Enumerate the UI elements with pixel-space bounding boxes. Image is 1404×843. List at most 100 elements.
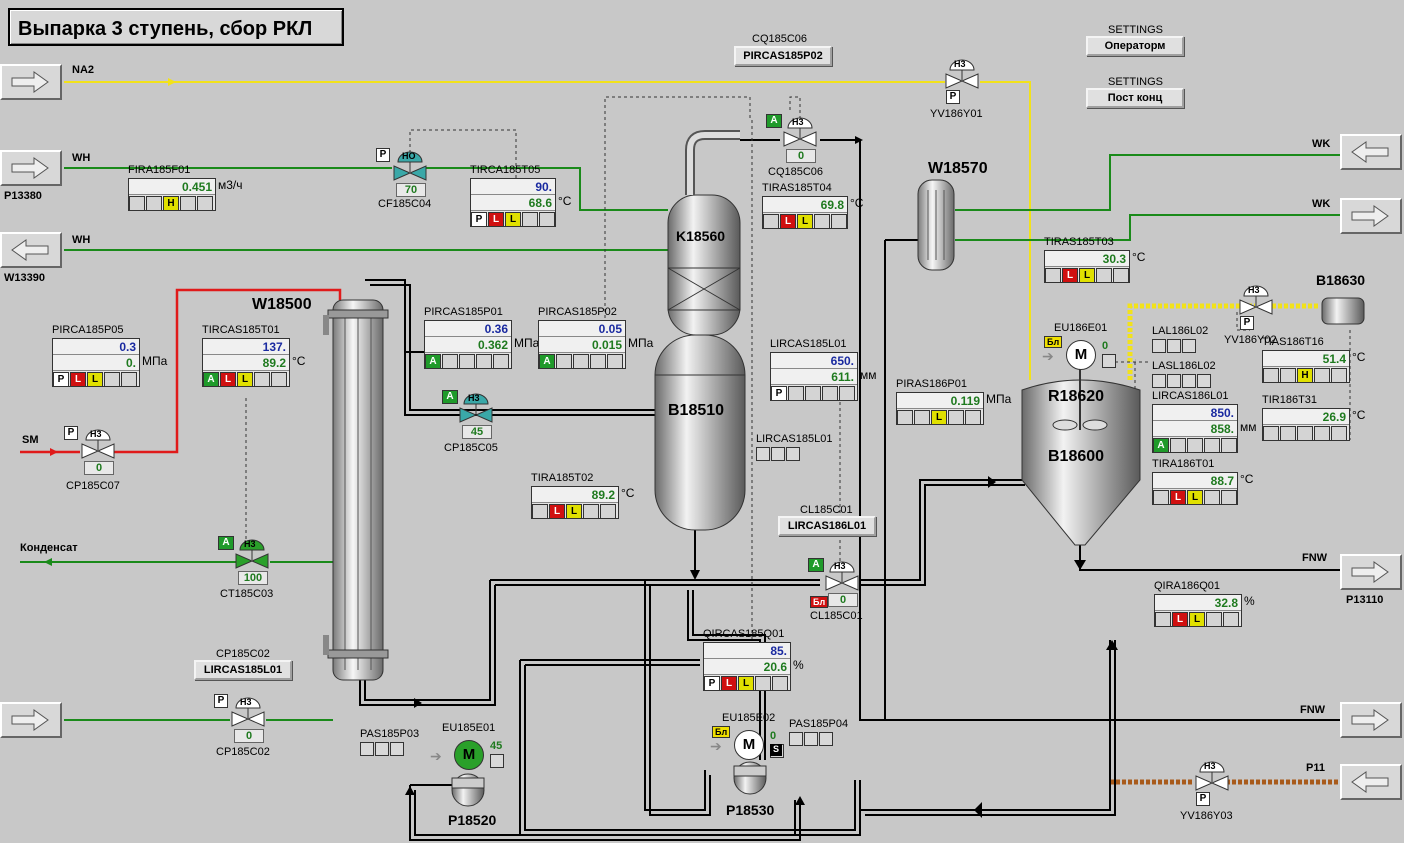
na2-line — [64, 81, 1031, 380]
unit-label: °C — [621, 486, 635, 500]
flag-empty — [1331, 368, 1347, 383]
valve-mode-P[interactable]: P — [1240, 316, 1254, 330]
wh-outlet-button[interactable] — [0, 232, 62, 268]
instrument-tag: TIRCAS185T01 — [202, 324, 280, 336]
wk-inlet-button[interactable] — [1340, 198, 1402, 234]
valve-mode-P[interactable]: P — [64, 426, 78, 440]
lircas185l01-button[interactable]: LIRCAS185L01 — [194, 660, 292, 680]
motor-eu186e01[interactable]: M — [1066, 340, 1096, 370]
wk-outlet-button[interactable] — [1340, 134, 1402, 170]
valve-mode-P[interactable]: P — [376, 148, 390, 162]
valve-mode-P[interactable]: P — [214, 694, 228, 708]
flag-empty — [493, 354, 509, 369]
control-valve-yv186y01[interactable]: Н3 — [944, 58, 980, 104]
flag-empty — [129, 196, 145, 211]
flag-L: L — [1170, 490, 1186, 505]
heat-exchanger-w18500 — [323, 299, 389, 681]
motor-eu185e01[interactable]: M — [454, 740, 484, 770]
flag-L: L — [70, 372, 86, 387]
equipment-label-r18620: R18620 — [1048, 388, 1105, 405]
unit-label: °C — [292, 354, 306, 368]
flag-empty — [532, 504, 548, 519]
inlet-bottom-button[interactable] — [0, 702, 62, 738]
valve-mode-A[interactable]: A — [808, 558, 824, 572]
instrument-tag: LIRCAS186L01 — [1152, 390, 1229, 402]
motor-status-box[interactable] — [1102, 354, 1116, 368]
wh-inlet-button[interactable] — [0, 150, 62, 186]
valve-mode-A[interactable]: A — [442, 390, 458, 404]
alarm-boxes-lal186l02[interactable] — [1152, 339, 1197, 353]
instrument-value: 89.2 — [532, 487, 618, 503]
p11-inlet-button[interactable] — [1340, 764, 1402, 800]
valve-mode-A[interactable]: A — [766, 114, 782, 128]
valve-position: 0 — [786, 149, 816, 163]
fnw-outlet-button[interactable] — [1340, 554, 1402, 590]
alarm-boxes-pas185p04[interactable] — [789, 732, 834, 746]
post-conc-button[interactable]: Пост конц — [1086, 88, 1184, 108]
interlock-badge: Бл — [1044, 336, 1063, 348]
flag-empty — [104, 372, 120, 387]
fnw2-outlet-button[interactable] — [1340, 702, 1402, 738]
unit-label: МПа — [628, 336, 654, 350]
line-label-wk: WK — [1312, 198, 1331, 210]
instrument-tag: TIRCA185T05 — [470, 164, 541, 176]
alarm-boxes-lasl186l02[interactable] — [1152, 374, 1212, 388]
control-valve-yv186y03[interactable]: Н3 — [1194, 760, 1230, 806]
flag-L: L — [797, 214, 813, 229]
instrument-value: 0. — [53, 355, 139, 371]
flag-empty — [897, 410, 913, 425]
pircas185p02-button[interactable]: PIRCAS185P02 — [734, 46, 832, 66]
valve-mode-P[interactable]: P — [1196, 792, 1210, 806]
flag-empty — [772, 676, 788, 691]
lircas186l01-button[interactable]: LIRCAS186L01 — [778, 516, 876, 536]
tag-cp185c02-caption: CP185C02 — [216, 648, 270, 660]
motor-eu185e02[interactable]: M — [734, 730, 764, 760]
alarm-box — [360, 742, 374, 756]
unit-label: мм — [1240, 420, 1257, 434]
instrument-panel-tir186t31[interactable]: 26.9 — [1262, 408, 1350, 441]
motor-status-box[interactable] — [490, 754, 504, 768]
flag-empty — [755, 676, 771, 691]
instrument-panel-lircas185l01[interactable]: 650.611.P — [770, 352, 858, 401]
flag-L: L — [566, 504, 582, 519]
valve-position: 0 — [828, 593, 858, 607]
instrument-tag: TIRA186T01 — [1152, 458, 1215, 470]
flag-empty — [573, 354, 589, 369]
instrument-panel-lircas186l01[interactable]: 850.858.A — [1152, 404, 1238, 453]
valve-mode-A[interactable]: A — [218, 536, 234, 550]
na2-inlet-button[interactable] — [0, 64, 62, 100]
control-valve-yv186y02[interactable]: Н3 — [1238, 284, 1274, 330]
alarm-box — [789, 732, 803, 746]
alarm-boxes-pas185p03[interactable] — [360, 742, 405, 756]
arrow-icon: ➔ — [1042, 348, 1054, 364]
flag-empty — [1221, 438, 1237, 453]
valve-mode-P[interactable]: P — [946, 90, 960, 104]
operator-button[interactable]: Операторм — [1086, 36, 1184, 56]
alarm-boxes-lircas185l01b[interactable] — [756, 447, 801, 461]
